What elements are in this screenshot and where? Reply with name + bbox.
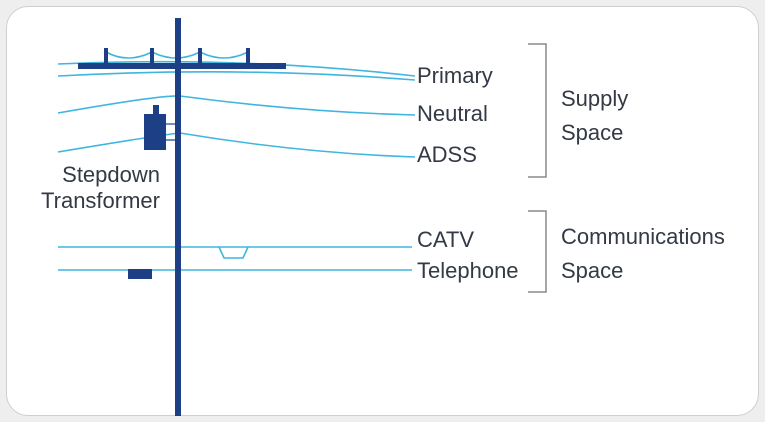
supply-space-label-line2: Space [561,120,624,145]
crossarm [78,63,286,69]
communications-space-label-line1: Communications [561,224,725,249]
pole [78,18,286,416]
primary-wire-lower [57,71,416,81]
catv-amplifier [218,246,249,259]
supply-space-label: Supply Space [561,82,628,150]
adss-wire [57,132,416,158]
supply-space-bracket [528,43,547,178]
pole-shaft [175,18,181,416]
telephone-label: Telephone [417,258,519,283]
insulator-1 [104,48,108,64]
neutral-wire [57,95,416,116]
primary-label: Primary [417,63,493,88]
insulator-3 [198,48,202,64]
primary-sag-3 [199,51,249,59]
transformer-label: Stepdown Transformer [30,162,160,214]
catv-label: CATV [417,227,475,252]
neutral-label: Neutral [417,101,488,126]
transformer-label-line1: Stepdown [62,162,160,187]
insulator-2 [150,48,154,64]
transformer-label-line2: Transformer [41,188,160,213]
communications-space-label: Communications Space [561,220,725,288]
communications-space-bracket [528,210,547,293]
supply-space-label-line1: Supply [561,86,629,111]
stepdown-transformer-icon [144,105,176,150]
diagram-card [6,6,759,416]
adss-label: ADSS [417,142,477,167]
telephone-terminal-box [128,269,152,279]
communication-wires [58,246,412,271]
communications-space-label-line2: Space [561,258,624,283]
insulator-4 [246,48,250,64]
primary-sag-1 [105,51,153,59]
